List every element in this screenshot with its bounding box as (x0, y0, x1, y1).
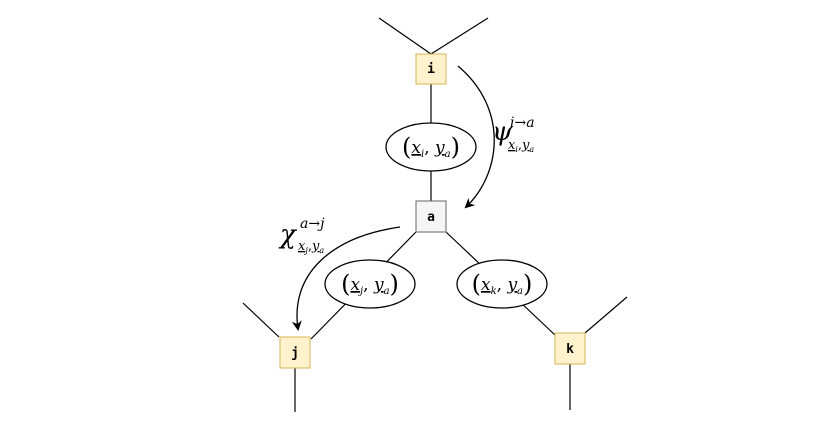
edge-ellipse-ia (385, 122, 477, 172)
ellipse-text-ak: (xk, ya) (472, 270, 533, 298)
node-i-box (415, 53, 447, 85)
edge-i-upper-right (430, 17, 489, 55)
node-j-label: j (291, 346, 299, 361)
node-i-label: i (427, 62, 435, 77)
psi-superscript: i→a (510, 115, 535, 131)
message-label-psi: ψ i→a xi,ya (492, 115, 535, 154)
edge-label-ia: (xi, ya) (385, 122, 477, 172)
psi-subscript: xi,ya (508, 138, 534, 154)
message-arrow-chi (291, 226, 401, 331)
chi-superscript: a→j (300, 216, 325, 232)
node-k-label: k (566, 342, 574, 357)
message-arrow-psi (457, 65, 495, 209)
node-i: i (415, 53, 447, 85)
edge-label-aj: (xj, ya) (324, 259, 416, 309)
edge-k-upper-right (584, 296, 628, 334)
node-a: a (415, 200, 447, 233)
chi-subscript: xj,ya (298, 239, 324, 255)
ellipse-text-ia: (xi, ya) (402, 133, 460, 161)
chi-symbol: χ (278, 220, 298, 250)
psi-symbol: ψ (492, 117, 513, 147)
node-j: j (279, 336, 311, 369)
node-a-label: a (427, 210, 435, 225)
edge-label-ak: (xk, ya) (456, 259, 548, 309)
message-label-chi: χ a→j xj,ya (278, 216, 325, 255)
node-a-box (415, 200, 447, 233)
edge-ellipse-aj (324, 259, 416, 309)
node-k-box (554, 332, 586, 365)
node-j-box (279, 336, 311, 369)
ellipse-text-aj: (xj, ya) (341, 270, 399, 298)
edge-j-upper-left (242, 302, 280, 338)
edge-i-upper-left (378, 17, 432, 55)
node-k: k (554, 332, 586, 365)
edge-ellipse-ak (456, 259, 548, 309)
